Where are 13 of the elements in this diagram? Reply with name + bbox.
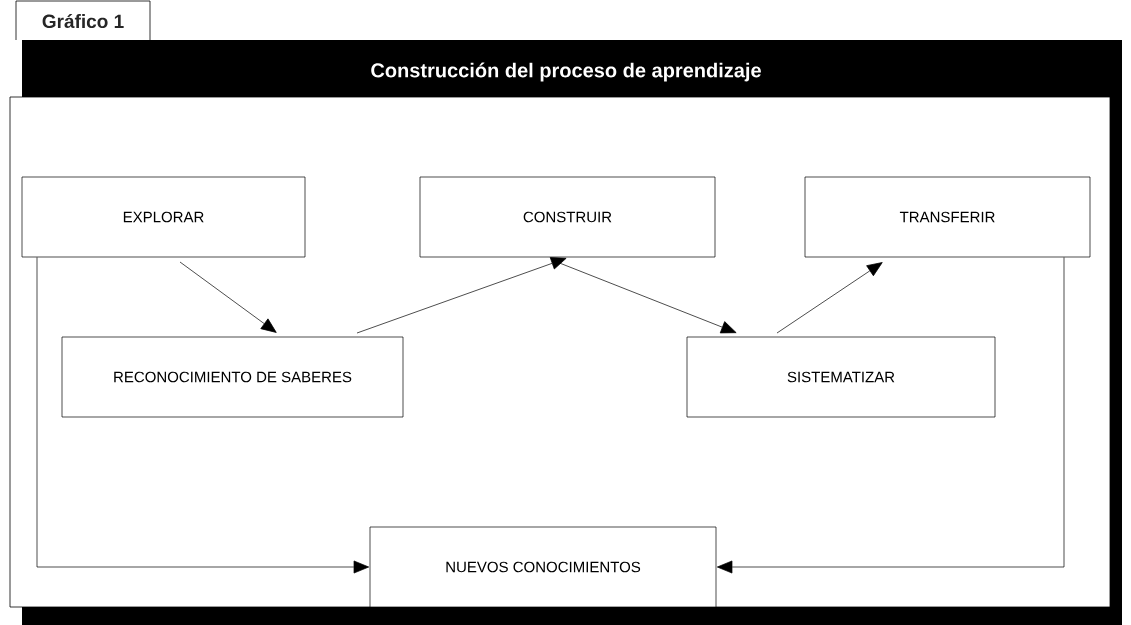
process-box: TRANSFERIR: [804, 176, 1091, 258]
process-box: EXPLORAR: [21, 176, 306, 258]
process-box: SISTEMATIZAR: [686, 336, 996, 418]
arrow: [776, 262, 883, 334]
arrow: [356, 257, 567, 334]
header-title: Construcción del proceso de aprendizaje: [371, 62, 761, 82]
arrow: [36, 257, 370, 574]
arrow: [179, 261, 277, 333]
process-box: RECONOCIMIENTO DE SABERES: [61, 336, 404, 418]
tab-label: Gráfico 1: [15, 0, 151, 41]
arrow: [716, 257, 1065, 574]
process-box: CONSTRUIR: [419, 176, 716, 258]
process-box: NUEVOS CONOCIMIENTOS: [369, 526, 717, 608]
